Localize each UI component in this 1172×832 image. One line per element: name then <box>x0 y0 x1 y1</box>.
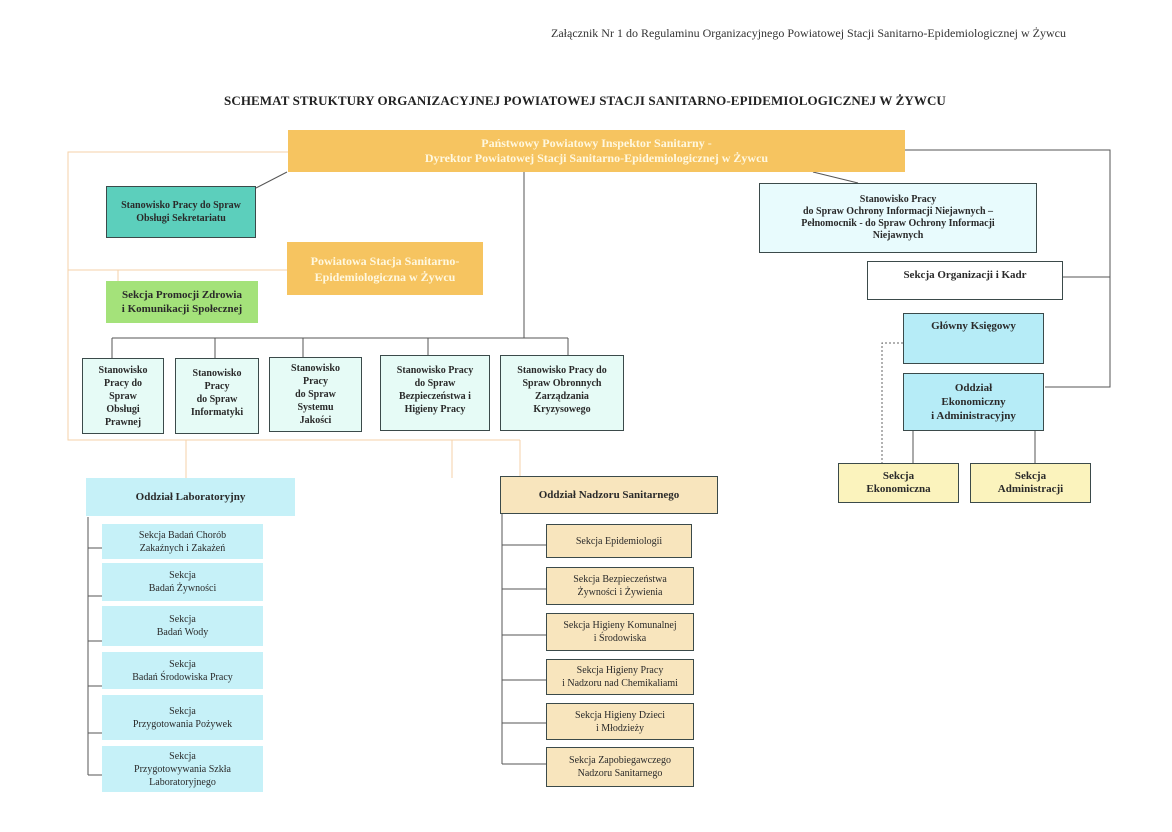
finance-section-label: Sekcja Administracji <box>997 470 1064 495</box>
lab-section[interactable]: Sekcja Badań Wody <box>102 606 263 646</box>
classified-info-label: Stanowisko Pracy do Spraw Ochrony Inform… <box>801 194 995 241</box>
finance-dept-label: Oddział Ekonomiczny i Administracyjny <box>931 382 1016 422</box>
lab-section-label: Sekcja Przygotowywania Szkła Laboratoryj… <box>134 750 231 788</box>
supervision-section[interactable]: Sekcja Higieny Pracy i Nadzoru nad Chemi… <box>546 659 694 695</box>
lab-section[interactable]: Sekcja Przygotowywania Szkła Laboratoryj… <box>102 746 263 792</box>
promotion-label: Sekcja Promocji Zdrowia i Komunikacji Sp… <box>121 289 243 315</box>
post-label: Stanowisko Pracy do Spraw Obsługi Prawne… <box>98 364 148 428</box>
station-box[interactable]: Powiatowa Stacja Sanitarno- Epidemiologi… <box>287 242 483 295</box>
post-it[interactable]: Stanowisko Pracy do Spraw Informatyki <box>175 358 259 434</box>
post-quality[interactable]: Stanowisko Pracy do Spraw Systemu Jakośc… <box>269 357 362 432</box>
lab-section[interactable]: Sekcja Badań Żywności <box>102 563 263 601</box>
lab-section-label: Sekcja Przygotowania Pożywek <box>132 705 233 730</box>
post-label: Stanowisko Pracy do Spraw Bezpieczeństwa… <box>396 365 474 415</box>
finance-section-administration[interactable]: Sekcja Administracji <box>970 463 1091 503</box>
supervision-dept-box[interactable]: Oddział Nadzoru Sanitarnego <box>500 476 718 514</box>
station-frame <box>67 151 521 478</box>
hr-box[interactable]: Sekcja Organizacji i Kadr <box>867 261 1063 300</box>
supervision-section[interactable]: Sekcja Zapobiegawczego Nadzoru Sanitarne… <box>546 747 694 787</box>
lab-section[interactable]: Sekcja Badań Środowiska Pracy <box>102 652 263 689</box>
lab-section-label: Sekcja Badań Żywności <box>148 570 217 594</box>
page-title: SCHEMAT STRUKTURY ORGANIZACYJNEJ POWIATO… <box>224 93 946 108</box>
laboratory-dept-label: Oddział Laboratoryjny <box>135 490 246 503</box>
director-label: Państwowy Powiatowy Inspektor Sanitarny … <box>424 136 769 165</box>
supervision-section-label: Sekcja Higieny Pracy i Nadzoru nad Chemi… <box>562 665 678 689</box>
supervision-section-label: Sekcja Higieny Dzieci i Młodzieży <box>575 709 665 734</box>
post-label: Stanowisko Pracy do Spraw Obronnych Zarz… <box>517 365 607 415</box>
supervision-section-label: Sekcja Zapobiegawczego Nadzoru Sanitarne… <box>569 755 671 779</box>
post-legal[interactable]: Stanowisko Pracy do Spraw Obsługi Prawne… <box>82 358 164 434</box>
lab-section[interactable]: Sekcja Przygotowania Pożywek <box>102 695 263 740</box>
annex-note: Załącznik Nr 1 do Regulaminu Organizacyj… <box>551 26 1066 40</box>
finance-section-economics[interactable]: Sekcja Ekonomiczna <box>838 463 959 503</box>
post-label: Stanowisko Pracy do Spraw Systemu Jakośc… <box>291 363 340 426</box>
supervision-section-label: Sekcja Epidemiologii <box>575 535 663 547</box>
lab-section[interactable]: Sekcja Badań Chorób Zakaźnych i Zakażeń <box>102 524 263 559</box>
finance-section-label: Sekcja Ekonomiczna <box>866 470 931 495</box>
supervision-section[interactable]: Sekcja Higieny Komunalnej i Środowiska <box>546 613 694 651</box>
supervision-section-label: Sekcja Bezpieczeństwa Żywności i Żywieni… <box>573 574 667 598</box>
lab-section-label: Sekcja Badań Wody <box>156 614 209 638</box>
post-safety[interactable]: Stanowisko Pracy do Spraw Bezpieczeństwa… <box>380 355 490 431</box>
station-label: Powiatowa Stacja Sanitarno- Epidemiologi… <box>310 253 460 284</box>
classified-info-box[interactable]: Stanowisko Pracy do Spraw Ochrony Inform… <box>759 183 1037 253</box>
secretariat-box[interactable]: Stanowisko Pracy do Spraw Obsługi Sekret… <box>106 186 256 238</box>
post-defence[interactable]: Stanowisko Pracy do Spraw Obronnych Zarz… <box>500 355 624 431</box>
secretariat-label: Stanowisko Pracy do Spraw Obsługi Sekret… <box>121 200 241 224</box>
supervision-dept-label: Oddział Nadzoru Sanitarnego <box>538 488 680 501</box>
promotion-box[interactable]: Sekcja Promocji Zdrowia i Komunikacji Sp… <box>106 281 258 323</box>
director-box[interactable]: Państwowy Powiatowy Inspektor Sanitarny … <box>288 130 905 172</box>
finance-dept-box[interactable]: Oddział Ekonomiczny i Administracyjny <box>903 373 1044 431</box>
supervision-section-label: Sekcja Higieny Komunalnej i Środowiska <box>563 620 677 644</box>
chief-accountant-box[interactable]: Główny Księgowy <box>903 313 1044 364</box>
lab-section-label: Sekcja Badań Chorób Zakaźnych i Zakażeń <box>138 529 227 554</box>
laboratory-dept-box[interactable]: Oddział Laboratoryjny <box>86 478 295 516</box>
supervision-section[interactable]: Sekcja Higieny Dzieci i Młodzieży <box>546 703 694 740</box>
lab-section-label: Sekcja Badań Środowiska Pracy <box>132 658 233 683</box>
supervision-section[interactable]: Sekcja Bezpieczeństwa Żywności i Żywieni… <box>546 567 694 605</box>
hr-label: Sekcja Organizacji i Kadr <box>903 269 1027 281</box>
post-label: Stanowisko Pracy do Spraw Informatyki <box>190 368 244 418</box>
supervision-section[interactable]: Sekcja Epidemiologii <box>546 524 692 558</box>
chief-accountant-label: Główny Księgowy <box>931 320 1016 332</box>
